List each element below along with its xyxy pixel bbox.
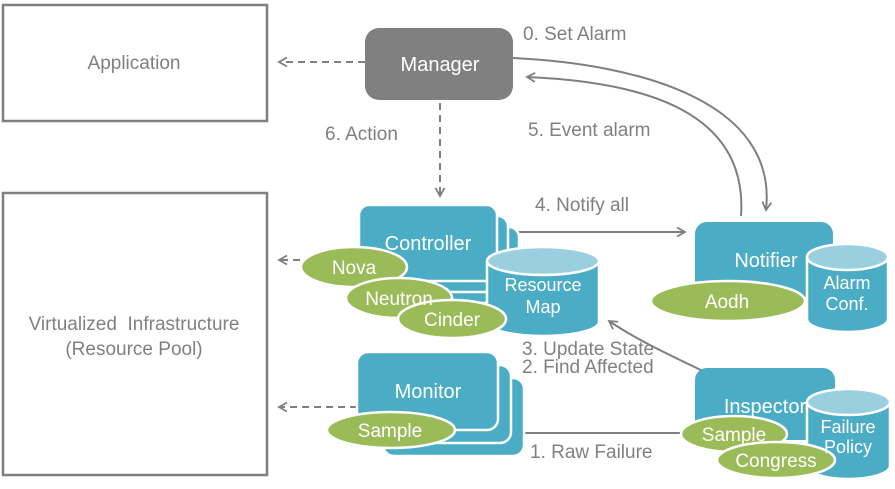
notifier-node bbox=[695, 222, 833, 297]
notifier-label: Notifier bbox=[734, 250, 798, 272]
monitor-label: Monitor bbox=[395, 381, 462, 403]
alarm-conf-body bbox=[805, 257, 890, 334]
update-state-label: 3. Update State bbox=[522, 339, 654, 360]
cinder-label: Cinder bbox=[424, 310, 481, 331]
failure-policy-label-line1: Failure bbox=[820, 417, 875, 437]
application-box bbox=[1, 3, 269, 123]
action-label: 6. Action bbox=[325, 124, 398, 145]
aodh-ellipse bbox=[649, 279, 807, 323]
monitor-sample-label: Sample bbox=[358, 421, 422, 442]
congress-ellipse bbox=[715, 440, 837, 480]
failure-policy-top bbox=[805, 387, 892, 417]
application-label: Application bbox=[88, 53, 181, 74]
find-affected-label: 2. Find Affected bbox=[522, 357, 654, 378]
manager-node bbox=[365, 28, 513, 100]
congress-label: Congress bbox=[735, 451, 816, 472]
alarm-conf-label-line2: Conf. bbox=[825, 294, 868, 314]
resource-map-label-line1: Resource bbox=[504, 275, 581, 295]
cinder-ellipse bbox=[396, 298, 508, 340]
update-state-arc bbox=[607, 319, 706, 373]
inspector-label: Inspector bbox=[724, 396, 807, 418]
manager-label: Manager bbox=[401, 54, 480, 76]
alarm-conf-cylinder bbox=[805, 242, 890, 334]
event-alarm-label: 5. Event alarm bbox=[528, 120, 651, 141]
notify-all-label: 4. Notify all bbox=[535, 195, 629, 216]
nova-label: Nova bbox=[332, 258, 377, 279]
raw-failure-label: 1. Raw Failure bbox=[530, 442, 653, 463]
event-alarm-arc bbox=[525, 72, 743, 217]
resource-map-label-line2: Map bbox=[525, 297, 560, 317]
neutron-label: Neutron bbox=[365, 289, 433, 310]
inspector-sample-label: Sample bbox=[702, 425, 766, 446]
alarm-conf-label-line1: Alarm bbox=[823, 273, 870, 293]
set-alarm-arc bbox=[512, 57, 773, 212]
vi-label-line1: Virtualized Infrastructure bbox=[29, 314, 240, 335]
alarm-conf-top bbox=[805, 242, 890, 272]
virtualized-infrastructure-box bbox=[1, 191, 269, 477]
resource-map-cylinder bbox=[485, 245, 601, 338]
aodh-label: Aodh bbox=[705, 292, 749, 313]
set-alarm-label: 0. Set Alarm bbox=[523, 24, 627, 45]
failure-policy-label-line2: Policy bbox=[824, 437, 872, 457]
controller-label: Controller bbox=[385, 233, 472, 255]
resource-map-top bbox=[485, 245, 601, 277]
monitor-sample-ellipse bbox=[325, 410, 457, 450]
vi-label-line2: (Resource Pool) bbox=[65, 339, 202, 360]
